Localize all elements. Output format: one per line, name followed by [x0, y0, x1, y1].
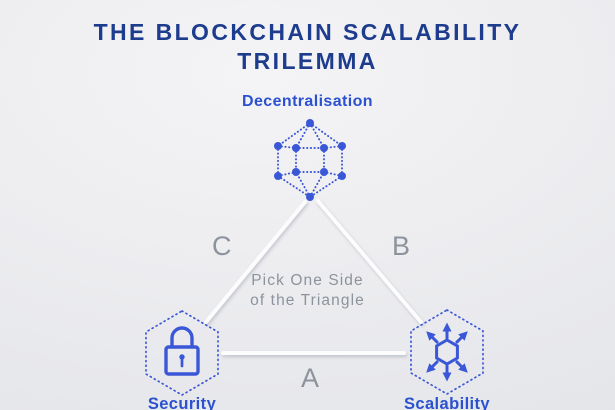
vertex-label-scalability: Scalability	[403, 395, 491, 410]
center-caption-line2: of the Triangle	[250, 292, 365, 309]
page-title: THE BLOCKCHAIN SCALABILITY TRILEMMA	[93, 19, 522, 74]
edge-label-b: B	[392, 231, 412, 261]
edge-label-c: C	[212, 231, 233, 261]
triangle-side-c	[204, 200, 307, 324]
center-caption: Pick One Side of the Triangle	[0, 271, 615, 311]
vertex-label-security: Security	[147, 395, 217, 410]
expand-arrows-icon	[410, 309, 484, 395]
center-caption-line1: Pick One Side	[251, 272, 364, 289]
vertex-label-decentralisation: Decentralisation	[242, 93, 373, 110]
padlock-icon	[145, 310, 219, 396]
triangle-side-b	[316, 199, 423, 324]
edge-label-a: A	[301, 363, 321, 393]
network-cube-icon	[274, 119, 346, 201]
